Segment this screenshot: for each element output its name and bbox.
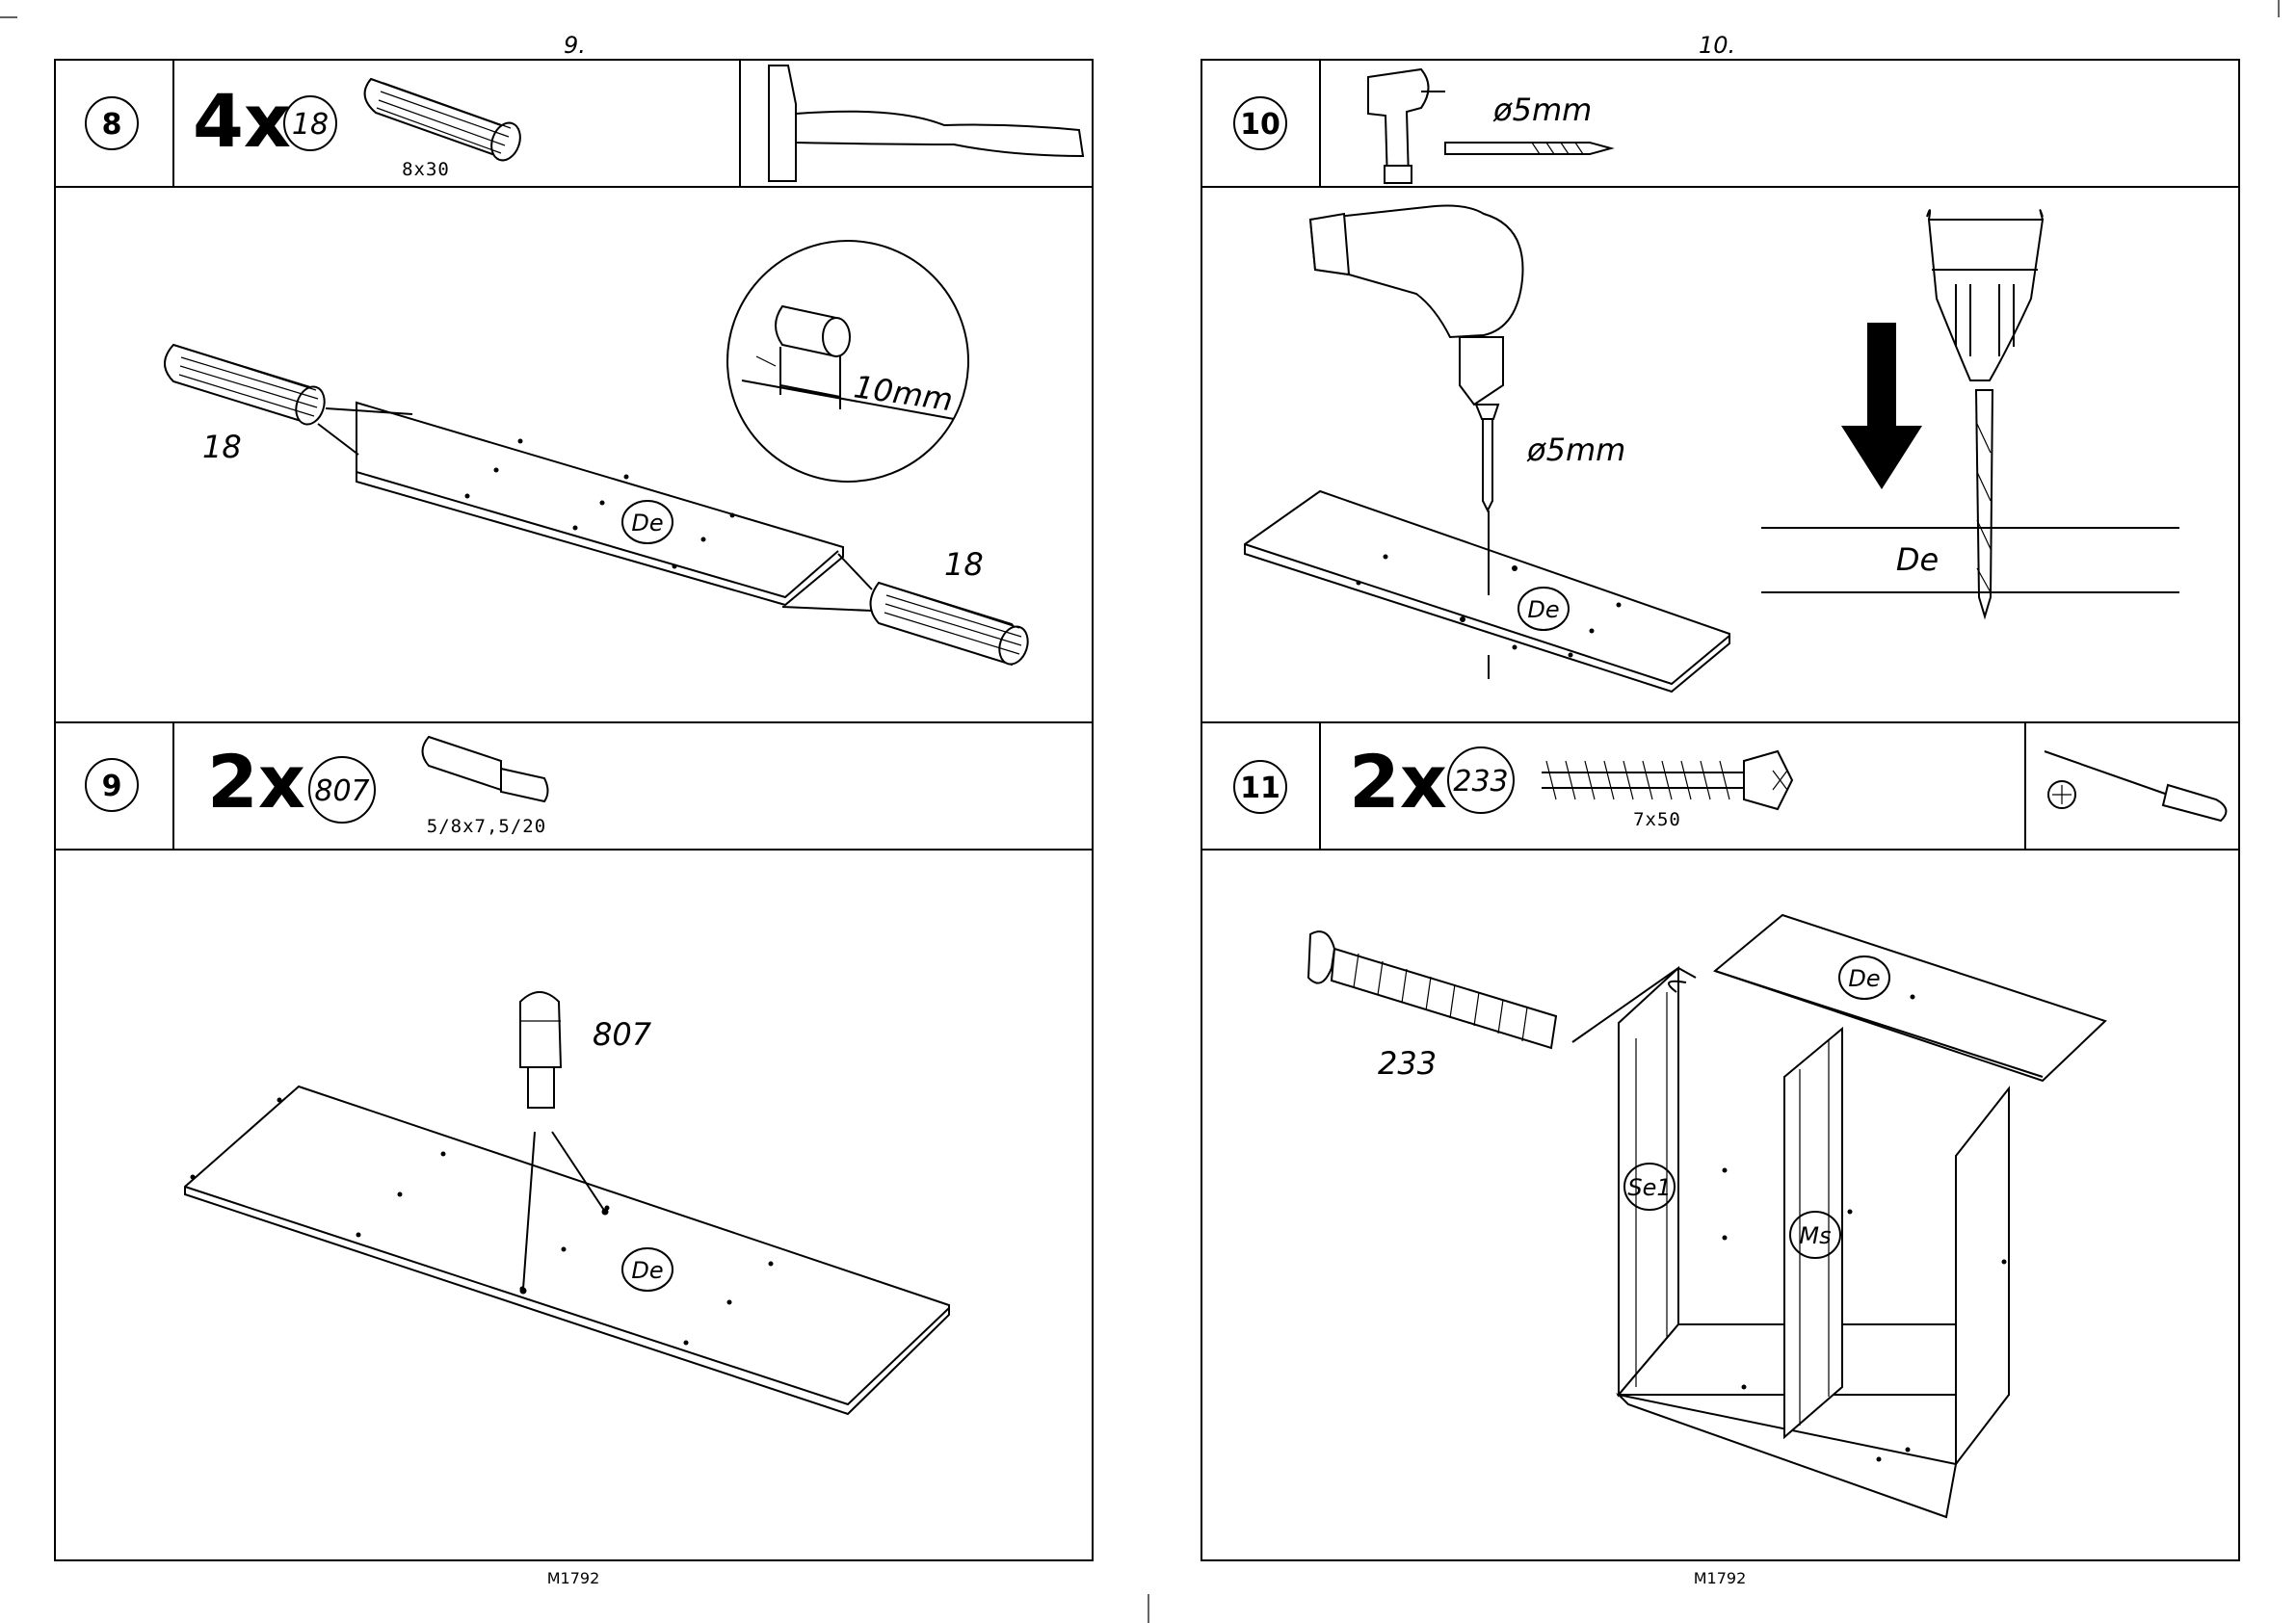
screwdriver-icon xyxy=(2045,751,2226,821)
step-number: 11 xyxy=(1240,772,1280,805)
quantity: 2x xyxy=(207,739,305,825)
dowel-left xyxy=(165,345,329,428)
top-panel-shape xyxy=(1715,915,2105,1081)
screw-label: 233 xyxy=(1378,1045,1437,1082)
drill-bit-icon xyxy=(1445,143,1611,154)
top-panel-label: De xyxy=(1848,965,1880,992)
part-id: 807 xyxy=(314,774,369,808)
dowel-right xyxy=(871,583,1033,668)
drill-icon xyxy=(1310,206,1523,510)
page-right: 10. 10 ø5mm ø5m xyxy=(1201,32,2239,1587)
section-panel-label: De xyxy=(1896,541,1939,578)
dowel-icon xyxy=(365,79,525,165)
page-number: 9. xyxy=(564,32,586,59)
shelf-pin-icon xyxy=(423,737,548,801)
step-10-header: 10 ø5mm xyxy=(1201,60,2239,187)
panel-label: De xyxy=(1527,596,1559,623)
depth-label: 10mm xyxy=(852,368,955,418)
panel-shape xyxy=(1245,491,1729,692)
page-left: 9. 8 4x 18 8x30 xyxy=(55,32,1093,1587)
middle-panel-label: Ms xyxy=(1799,1222,1831,1249)
detail-callout: 10mm xyxy=(727,241,968,482)
step-11-header: 11 2x 233 7x50 xyxy=(1201,722,2239,850)
pin-label: 807 xyxy=(593,1016,652,1053)
panel-shape xyxy=(185,1086,949,1414)
panel-shape xyxy=(356,403,843,605)
shelf-pin xyxy=(520,992,561,1108)
panel-label: De xyxy=(631,1257,663,1284)
side-panel-label: Se1 xyxy=(1627,1174,1671,1201)
step-10-illustration: ø5mm De De xyxy=(1245,206,2179,692)
cordless-drill-icon xyxy=(1368,69,1445,183)
dowel-right-label: 18 xyxy=(944,546,984,583)
footer-code: M1792 xyxy=(1694,1569,1747,1587)
quantity: 2x xyxy=(1349,739,1447,825)
page-number: 10. xyxy=(1699,32,1735,59)
part-size: 5/8x7,5/20 xyxy=(427,816,546,837)
step-8-illustration: 18 18 De 10mm xyxy=(165,241,1032,668)
step-8-header: 8 4x 18 8x30 xyxy=(55,60,1093,187)
down-arrow-icon xyxy=(1841,323,1922,489)
drill-chuck-detail xyxy=(1761,210,2179,616)
part-id: 18 xyxy=(292,108,329,142)
step-9-header: 9 2x 807 5/8x7,5/20 xyxy=(55,722,1093,850)
part-size: 7x50 xyxy=(1633,809,1681,830)
drill-diameter-label: ø5mm xyxy=(1526,432,1625,468)
panel-label: De xyxy=(631,510,663,537)
footer-code: M1792 xyxy=(547,1569,600,1587)
drill-bit-label: ø5mm xyxy=(1492,92,1592,128)
quantity: 4x xyxy=(193,78,291,164)
hammer-icon xyxy=(769,65,1083,181)
step-11-illustration: 233 De Se1 xyxy=(1308,915,2105,1517)
screw-233 xyxy=(1308,931,1556,1048)
step-number: 10 xyxy=(1240,108,1280,142)
step-number: 9 xyxy=(102,770,122,803)
step-number: 8 xyxy=(102,108,122,142)
dowel-left-label: 18 xyxy=(202,429,242,465)
part-size: 8x30 xyxy=(402,159,450,180)
step-9-illustration: 807 De xyxy=(185,992,949,1414)
screw-icon xyxy=(1542,751,1792,809)
part-id: 233 xyxy=(1453,765,1508,798)
